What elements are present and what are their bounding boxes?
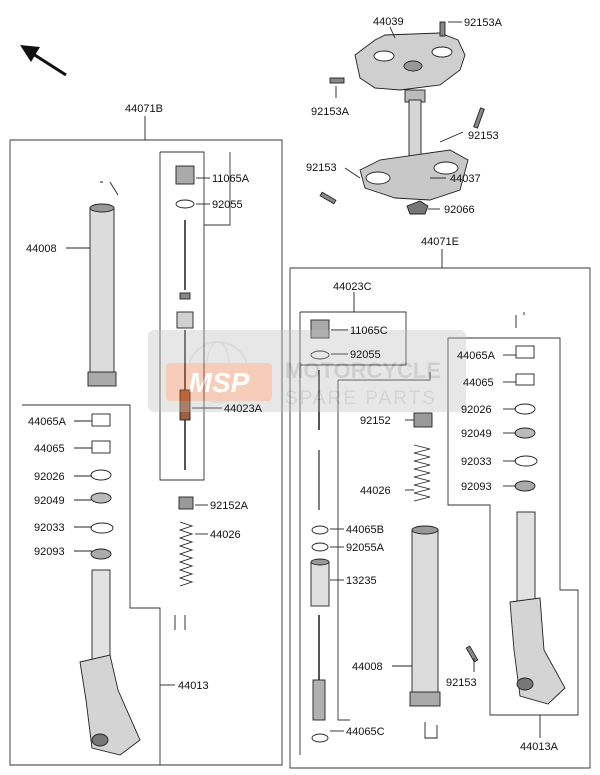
label-left-seal-2: 44065 — [34, 443, 65, 455]
right-spring-part — [413, 412, 433, 502]
label-left-tube: 44008 — [26, 243, 57, 255]
label-left-outer: 44013 — [178, 680, 209, 692]
label-left-bolt: 92152A — [210, 500, 249, 512]
leader-lines-left — [66, 177, 222, 686]
label-left-seal-4: 92049 — [34, 495, 65, 507]
label-right-cart: 44023C — [333, 281, 372, 293]
label-right-axle-bolt: 92153 — [446, 677, 477, 689]
left-cartridge-part — [175, 165, 195, 470]
label-stem-bolt-left: 92153 — [306, 162, 337, 174]
label-stem-nut: 92066 — [444, 204, 475, 216]
watermark-logo-bg — [166, 363, 272, 401]
label-right-outer: 44013A — [520, 741, 559, 753]
label-right-tube: 44008 — [352, 661, 383, 673]
left-outer-tube-part — [79, 569, 141, 756]
left-tube-part — [87, 181, 119, 387]
label-right-seal-3: 92026 — [461, 404, 492, 416]
right-fork-box — [289, 249, 591, 769]
right-seals-part — [514, 312, 538, 492]
watermark-line2: SPARE PARTS — [285, 388, 437, 409]
watermark: MSP MOTORCYCLE SPARE PARTS — [148, 330, 466, 412]
left-fork-box — [9, 116, 283, 766]
top-clamp-part — [354, 32, 466, 91]
label-right-seal-2: 44065 — [463, 377, 494, 389]
leader-lines-top — [335, 21, 464, 210]
label-left-wiper: 92093 — [34, 546, 65, 558]
label-top-clamp: 44039 — [373, 16, 404, 28]
label-right-cap: 11065C — [350, 325, 388, 337]
label-right-piece-a: 44065B — [346, 524, 384, 536]
label-left-seal-3: 92026 — [34, 471, 65, 483]
label-right-seal-1: 44065A — [457, 350, 496, 362]
label-right-spring: 44026 — [360, 485, 391, 497]
label-left-spring: 44026 — [210, 529, 241, 541]
label-left-damper: 44023A — [224, 403, 263, 415]
label-stem-assy: 44037 — [450, 173, 481, 185]
label-right-wiper: 92093 — [461, 481, 492, 493]
label-right-tube-small: 13235 — [346, 575, 377, 587]
label-right-seal-4: 92049 — [461, 428, 492, 440]
left-seals-part — [90, 413, 114, 560]
label-right-oring-a: 92055A — [346, 542, 385, 554]
left-spring-part — [174, 496, 194, 630]
watermark-logo: MSP — [189, 367, 250, 398]
label-bolt-top-right: 92153A — [464, 17, 503, 29]
label-left-cap: 11065A — [212, 173, 250, 185]
right-cartridge-part — [310, 319, 330, 743]
label-fork-right: 44071E — [421, 236, 459, 248]
bolt-part — [329, 21, 446, 84]
label-fork-left: 44071B — [125, 103, 163, 115]
label-right-clip: 92033 — [461, 456, 492, 468]
globe-icon — [187, 341, 249, 403]
label-stem-bolt-right: 92153 — [468, 130, 499, 142]
label-right-bolt: 92152 — [360, 415, 391, 427]
label-left-oring: 92055 — [212, 199, 243, 211]
watermark-line1: MOTORCYCLE — [285, 358, 441, 383]
steering-stem-part — [319, 89, 485, 215]
label-right-oring: 92055 — [350, 349, 381, 361]
label-left-clip: 92033 — [34, 522, 65, 534]
right-outer-tube-part — [465, 511, 566, 705]
label-bolt-top-left: 92153A — [311, 106, 350, 118]
front-arrow-icon — [20, 45, 67, 77]
label-right-bottom: 44065C — [346, 726, 385, 738]
label-left-seal-1: 44065A — [28, 416, 67, 428]
right-tube-part — [409, 525, 441, 739]
leader-lines-right — [330, 329, 541, 738]
